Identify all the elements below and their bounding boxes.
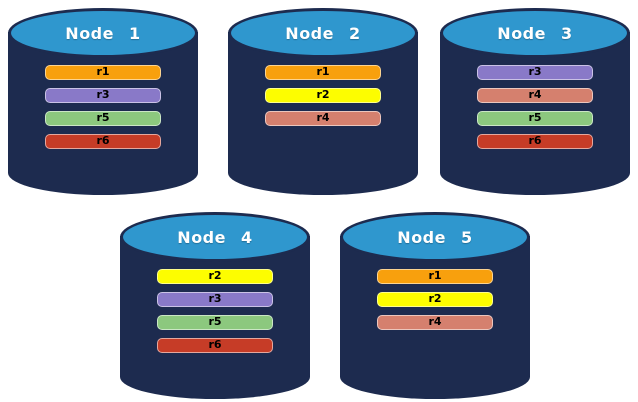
node-cylinder-2: Node 2 r1 r2 r4 bbox=[228, 8, 418, 195]
replica-bar-r4: r4 bbox=[377, 315, 493, 330]
cylinder-top-ellipse: Node 5 bbox=[340, 212, 530, 262]
cylinder-top-ellipse: Node 2 bbox=[228, 8, 418, 58]
replica-list: r2 r3 r5 r6 bbox=[157, 269, 273, 353]
replica-bar-r4: r4 bbox=[477, 88, 593, 103]
replica-list: r1 r3 r5 r6 bbox=[45, 65, 161, 149]
replica-bar-r5: r5 bbox=[45, 111, 161, 126]
replica-bar-r2: r2 bbox=[265, 88, 381, 103]
cylinder-top-ellipse: Node 4 bbox=[120, 212, 310, 262]
replica-bar-r4: r4 bbox=[265, 111, 381, 126]
replica-list: r1 r2 r4 bbox=[377, 269, 493, 330]
replica-bar-r5: r5 bbox=[157, 315, 273, 330]
replica-list: r1 r2 r4 bbox=[265, 65, 381, 126]
cylinder-top-ellipse: Node 3 bbox=[440, 8, 630, 58]
replica-bar-r6: r6 bbox=[157, 338, 273, 353]
replica-bar-r1: r1 bbox=[45, 65, 161, 80]
node-label: Node 3 bbox=[497, 23, 573, 43]
node-label: Node 4 bbox=[177, 227, 253, 247]
cylinder-top-ellipse: Node 1 bbox=[8, 8, 198, 58]
node-label: Node 2 bbox=[285, 23, 361, 43]
node-cylinder-4: Node 4 r2 r3 r5 r6 bbox=[120, 212, 310, 399]
node-cylinder-5: Node 5 r1 r2 r4 bbox=[340, 212, 530, 399]
node-cylinder-1: Node 1 r1 r3 r5 r6 bbox=[8, 8, 198, 195]
replica-bar-r3: r3 bbox=[157, 292, 273, 307]
node-label: Node 1 bbox=[65, 23, 141, 43]
replica-bar-r3: r3 bbox=[45, 88, 161, 103]
replica-bar-r1: r1 bbox=[377, 269, 493, 284]
replica-bar-r6: r6 bbox=[45, 134, 161, 149]
replica-bar-r2: r2 bbox=[157, 269, 273, 284]
replica-bar-r3: r3 bbox=[477, 65, 593, 80]
replica-list: r3 r4 r5 r6 bbox=[477, 65, 593, 149]
replica-bar-r6: r6 bbox=[477, 134, 593, 149]
node-label: Node 5 bbox=[397, 227, 473, 247]
replica-bar-r1: r1 bbox=[265, 65, 381, 80]
replica-bar-r2: r2 bbox=[377, 292, 493, 307]
node-cylinder-3: Node 3 r3 r4 r5 r6 bbox=[440, 8, 630, 195]
replica-bar-r5: r5 bbox=[477, 111, 593, 126]
